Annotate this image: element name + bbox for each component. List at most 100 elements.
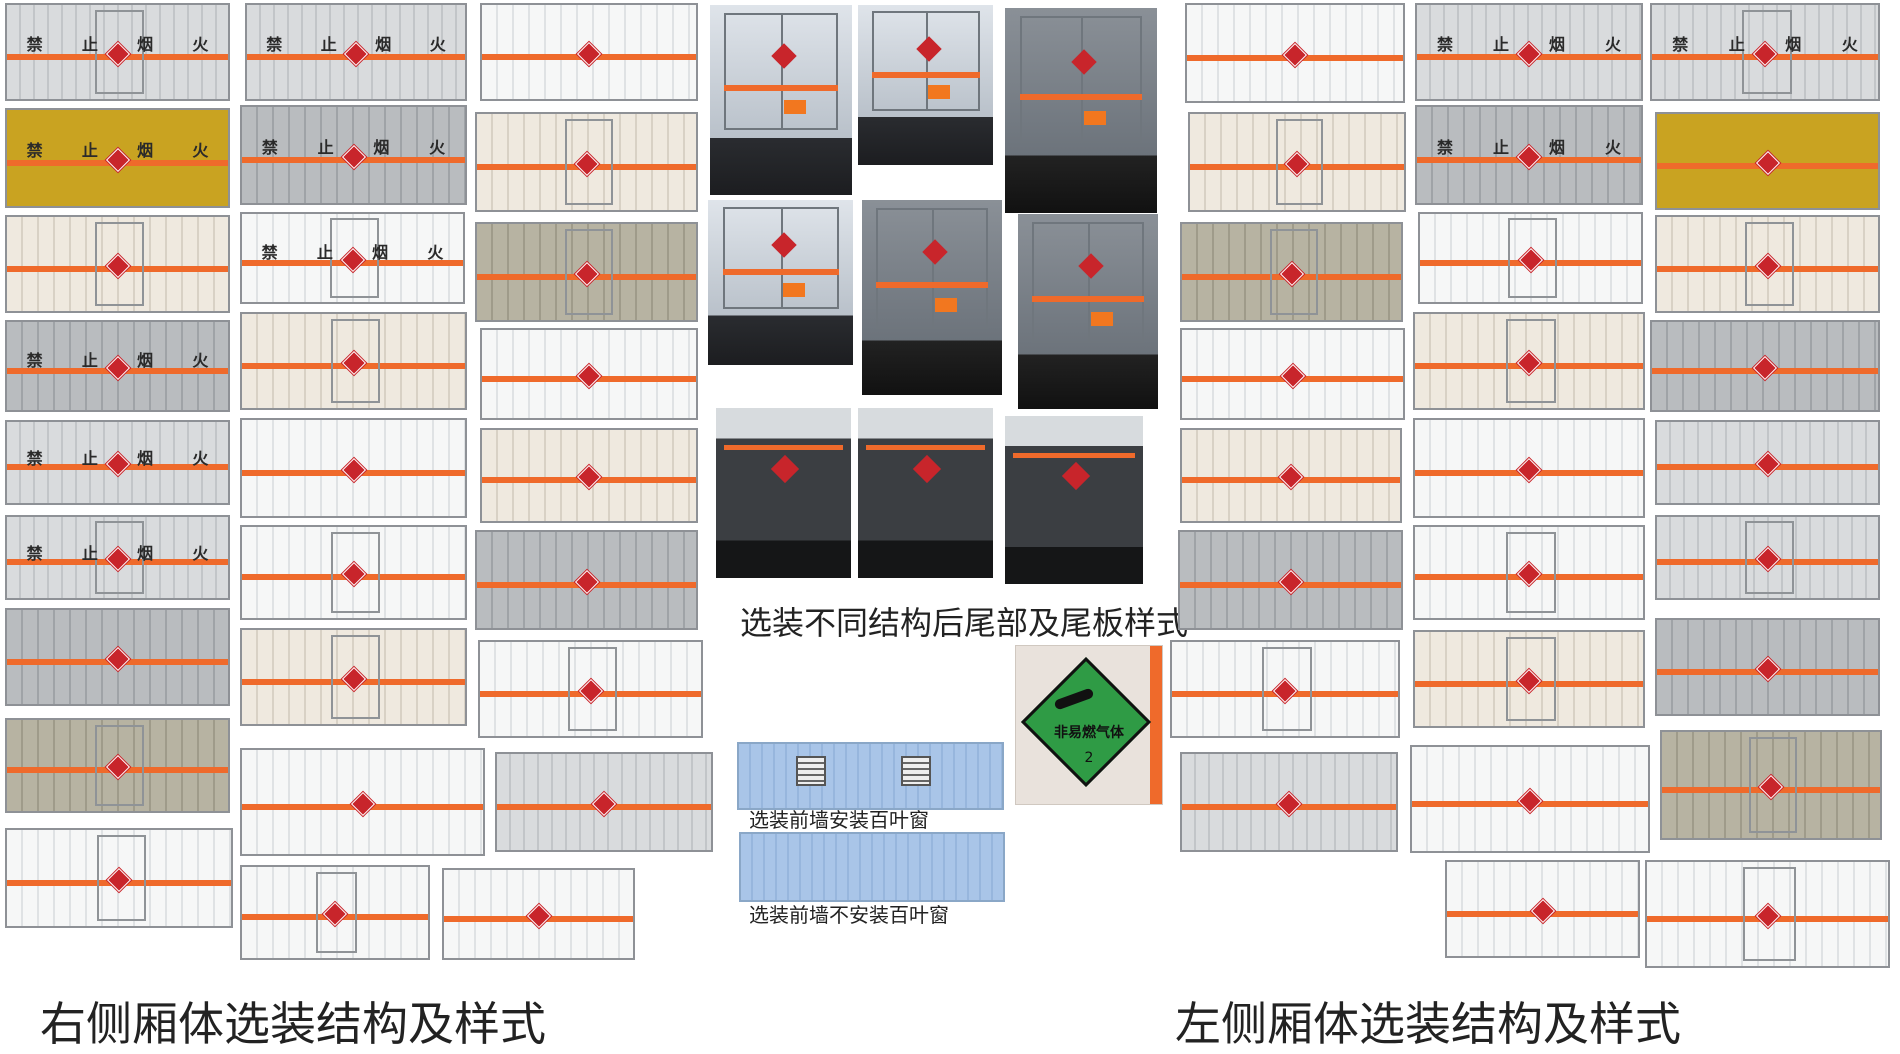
hazard-diamond-icon: [1276, 791, 1302, 816]
box-panel: [5, 215, 230, 313]
louver-yes-caption: 选装前墙安装百叶窗: [749, 808, 929, 832]
hazard-diamond-icon: [526, 903, 551, 928]
hazard-diamond-icon: [1278, 465, 1304, 490]
hazard-diamond-icon: [1278, 569, 1303, 594]
tail-lift-photo: [716, 408, 851, 578]
box-panel: 禁止烟火: [1415, 3, 1643, 101]
box-panel: [240, 418, 467, 518]
box-panel: [1413, 312, 1645, 410]
warning-char: 止: [81, 35, 98, 55]
box-panel: [1180, 752, 1398, 852]
hazard-diamond-icon: [576, 41, 602, 66]
box-panel: [478, 640, 703, 738]
truck-rear-photo: [858, 5, 993, 165]
box-panel: [1418, 212, 1643, 304]
box-panel: [1413, 525, 1645, 620]
box-panel: [240, 865, 430, 960]
box-panel: [1188, 112, 1406, 212]
box-panel: [240, 525, 467, 620]
box-panel: [1445, 860, 1640, 958]
warning-char: 禁: [26, 35, 43, 55]
hazard-diamond-icon: [1061, 462, 1090, 491]
louver-no-caption: 选装前墙不安装百叶窗: [749, 903, 949, 927]
box-panel: [1655, 515, 1880, 600]
louver-icon: [901, 755, 931, 786]
tail-lift-photo: [858, 408, 993, 578]
box-panel: 禁止烟火: [1650, 3, 1880, 101]
front-wall-without-louvers: [739, 832, 1005, 902]
left-side-caption: 左侧厢体选装结构及样式: [1175, 997, 1681, 1051]
box-panel: [1413, 630, 1645, 728]
box-panel: 禁止烟火: [5, 515, 230, 600]
box-panel: [1645, 860, 1890, 968]
truck-rear-photo: [708, 200, 853, 365]
hazard-diamond-icon: [913, 454, 942, 484]
box-panel: 禁止烟火: [5, 108, 230, 208]
hazard-diamond-icon: [1752, 355, 1778, 380]
box-panel: [480, 3, 698, 101]
hazard-diamond-icon: [1517, 789, 1543, 814]
box-panel: 禁止烟火: [5, 320, 230, 412]
hazard-diamond-icon: [1280, 363, 1305, 388]
hazard-class-number: 2: [1084, 750, 1094, 766]
rear-options-caption: 选装不同结构后尾部及尾板样式: [740, 604, 1189, 642]
box-panel: [1650, 320, 1880, 412]
box-panel: [5, 718, 230, 813]
warning-char: 火: [192, 35, 209, 55]
hazard-diamond-icon: [1530, 898, 1555, 923]
hazard-diamond-icon: [350, 792, 375, 817]
hazard-label: 非易燃气体: [1054, 725, 1124, 741]
box-panel: [240, 312, 467, 410]
box-panel: [1180, 222, 1403, 322]
box-panel: [1655, 215, 1880, 313]
box-panel: [1185, 3, 1405, 103]
box-panel: [5, 828, 233, 928]
box-panel: [480, 328, 698, 420]
truck-rear-photo: [710, 5, 852, 195]
box-panel: [1410, 745, 1650, 853]
box-panel: [1178, 530, 1403, 630]
right-side-caption: 右侧厢体选装结构及样式: [40, 997, 546, 1051]
box-panel: [495, 752, 713, 852]
truck-rear-photo: [862, 200, 1002, 395]
hazard-diamond-icon: [574, 569, 599, 594]
box-panel: [475, 112, 698, 212]
box-panel: [1170, 640, 1400, 738]
truck-rear-photo: [1018, 214, 1158, 409]
hazard-diamond-icon: [576, 465, 602, 490]
tail-lift-photo: [1005, 416, 1143, 584]
box-panel: [1655, 420, 1880, 505]
hazard-diamond-icon: [591, 791, 617, 816]
box-panel: 禁止烟火: [1415, 105, 1643, 205]
hazard-diamond-icon: [341, 457, 366, 482]
box-panel: 禁止烟火: [5, 420, 230, 505]
hazard-class-2-sign: 非易燃气体 2: [1015, 645, 1163, 805]
hazard-diamond-icon: [105, 646, 130, 671]
box-panel: [480, 428, 698, 523]
box-panel: [1413, 418, 1645, 518]
hazard-diamond-icon: [1755, 656, 1780, 681]
hazard-diamond-icon: [1516, 457, 1542, 482]
box-panel: [442, 868, 635, 960]
hazard-diamond-icon: [1282, 42, 1308, 67]
box-panel: 禁止烟火: [240, 105, 467, 205]
box-panel: [475, 530, 698, 630]
truck-rear-photo: [1005, 8, 1157, 213]
hazard-diamond-icon: [1755, 150, 1780, 175]
louver-icon: [796, 755, 826, 786]
box-panel: [1655, 618, 1880, 716]
hazard-diamond-icon: [771, 454, 800, 484]
hazard-diamond-icon: [1755, 452, 1780, 477]
box-panel: [1660, 730, 1882, 840]
warning-char: 烟: [137, 35, 154, 55]
box-panel: [1655, 112, 1880, 210]
front-wall-with-louvers: [737, 742, 1004, 810]
box-panel: [240, 628, 467, 726]
box-panel: [240, 748, 485, 856]
hazard-diamond-icon: [576, 363, 602, 388]
box-panel: 禁止烟火: [5, 3, 230, 101]
box-panel: [1180, 428, 1402, 523]
box-panel: [475, 222, 698, 322]
box-panel: [5, 608, 230, 706]
box-panel: [1180, 328, 1405, 420]
